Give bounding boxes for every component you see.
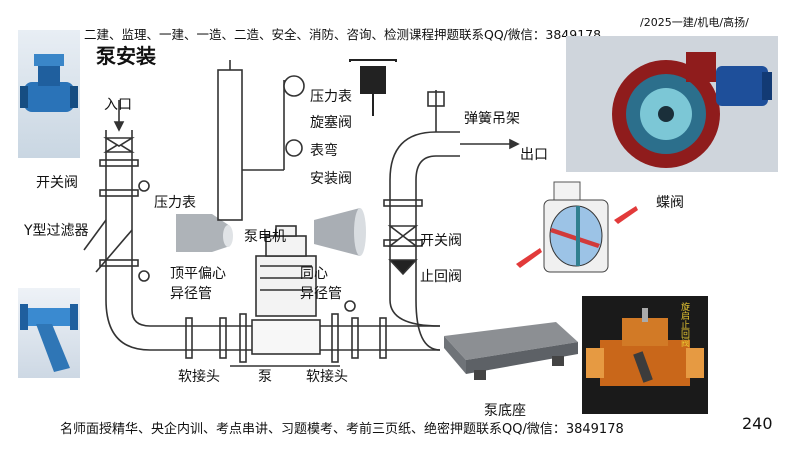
- switch-valve-photo: [18, 30, 80, 158]
- header-banner: 二建、监理、一建、一造、二造、安全、消防、咨询、检测课程押题联系QQ/微信：38…: [84, 27, 602, 42]
- label-eccentric-reducer: 顶平偏心 异径管: [170, 266, 226, 302]
- label-cock-valve: 旋塞阀: [310, 115, 352, 131]
- page-title: 泵安装: [96, 44, 156, 68]
- label-pressure-gauge: 压力表: [154, 195, 196, 211]
- label-gauge-bend: 表弯: [310, 143, 338, 159]
- y-filter-photo: [18, 288, 80, 378]
- pump-base-photo: [440, 316, 580, 386]
- page-number: 240: [742, 414, 773, 433]
- spring-symbol: [346, 56, 400, 120]
- label-check-valve: 止回阀: [420, 269, 462, 285]
- label-pump: 泵: [258, 369, 272, 385]
- swing-check-valve-photo: 旋启止回阀: [582, 296, 708, 414]
- label-pump-motor: 泵电机: [244, 229, 286, 245]
- label-install-valve: 安装阀: [310, 171, 352, 187]
- label-spring-hanger: 弹簧吊架: [464, 111, 520, 127]
- label-concentric-reducer: 同心 异径管: [300, 266, 342, 302]
- pump-cutaway-photo: [566, 36, 778, 172]
- butterfly-valve-diagram: [514, 176, 644, 276]
- label-butterfly-valve: 蝶阀: [656, 195, 684, 211]
- concentric-reducer-photo: [308, 206, 368, 258]
- label-soft-joint-left: 软接头: [178, 369, 220, 385]
- footer-text: 名师面授精华、央企内训、考点串讲、习题模考、考前三页纸、绝密押题联系QQ/微信：…: [60, 422, 624, 437]
- eccentric-reducer-photo: [172, 206, 234, 258]
- pump-piping-diagram: [83, 60, 520, 367]
- label-outlet: 出口: [520, 147, 548, 163]
- label-switch-valve-left: 开关阀: [36, 175, 78, 191]
- label-pump-base: 泵底座: [484, 403, 526, 419]
- label-inlet: 入口: [104, 97, 132, 113]
- header-tag: /2025一建/机电/高扬/: [640, 16, 749, 29]
- label-switch-valve-right: 开关阀: [420, 233, 462, 249]
- label-y-filter: Y型过滤器: [24, 223, 89, 239]
- label-soft-joint-right: 软接头: [306, 369, 348, 385]
- check-valve-photo-title: 旋启止回阀: [679, 302, 689, 347]
- label-pressure-gauge-top: 压力表: [310, 89, 352, 105]
